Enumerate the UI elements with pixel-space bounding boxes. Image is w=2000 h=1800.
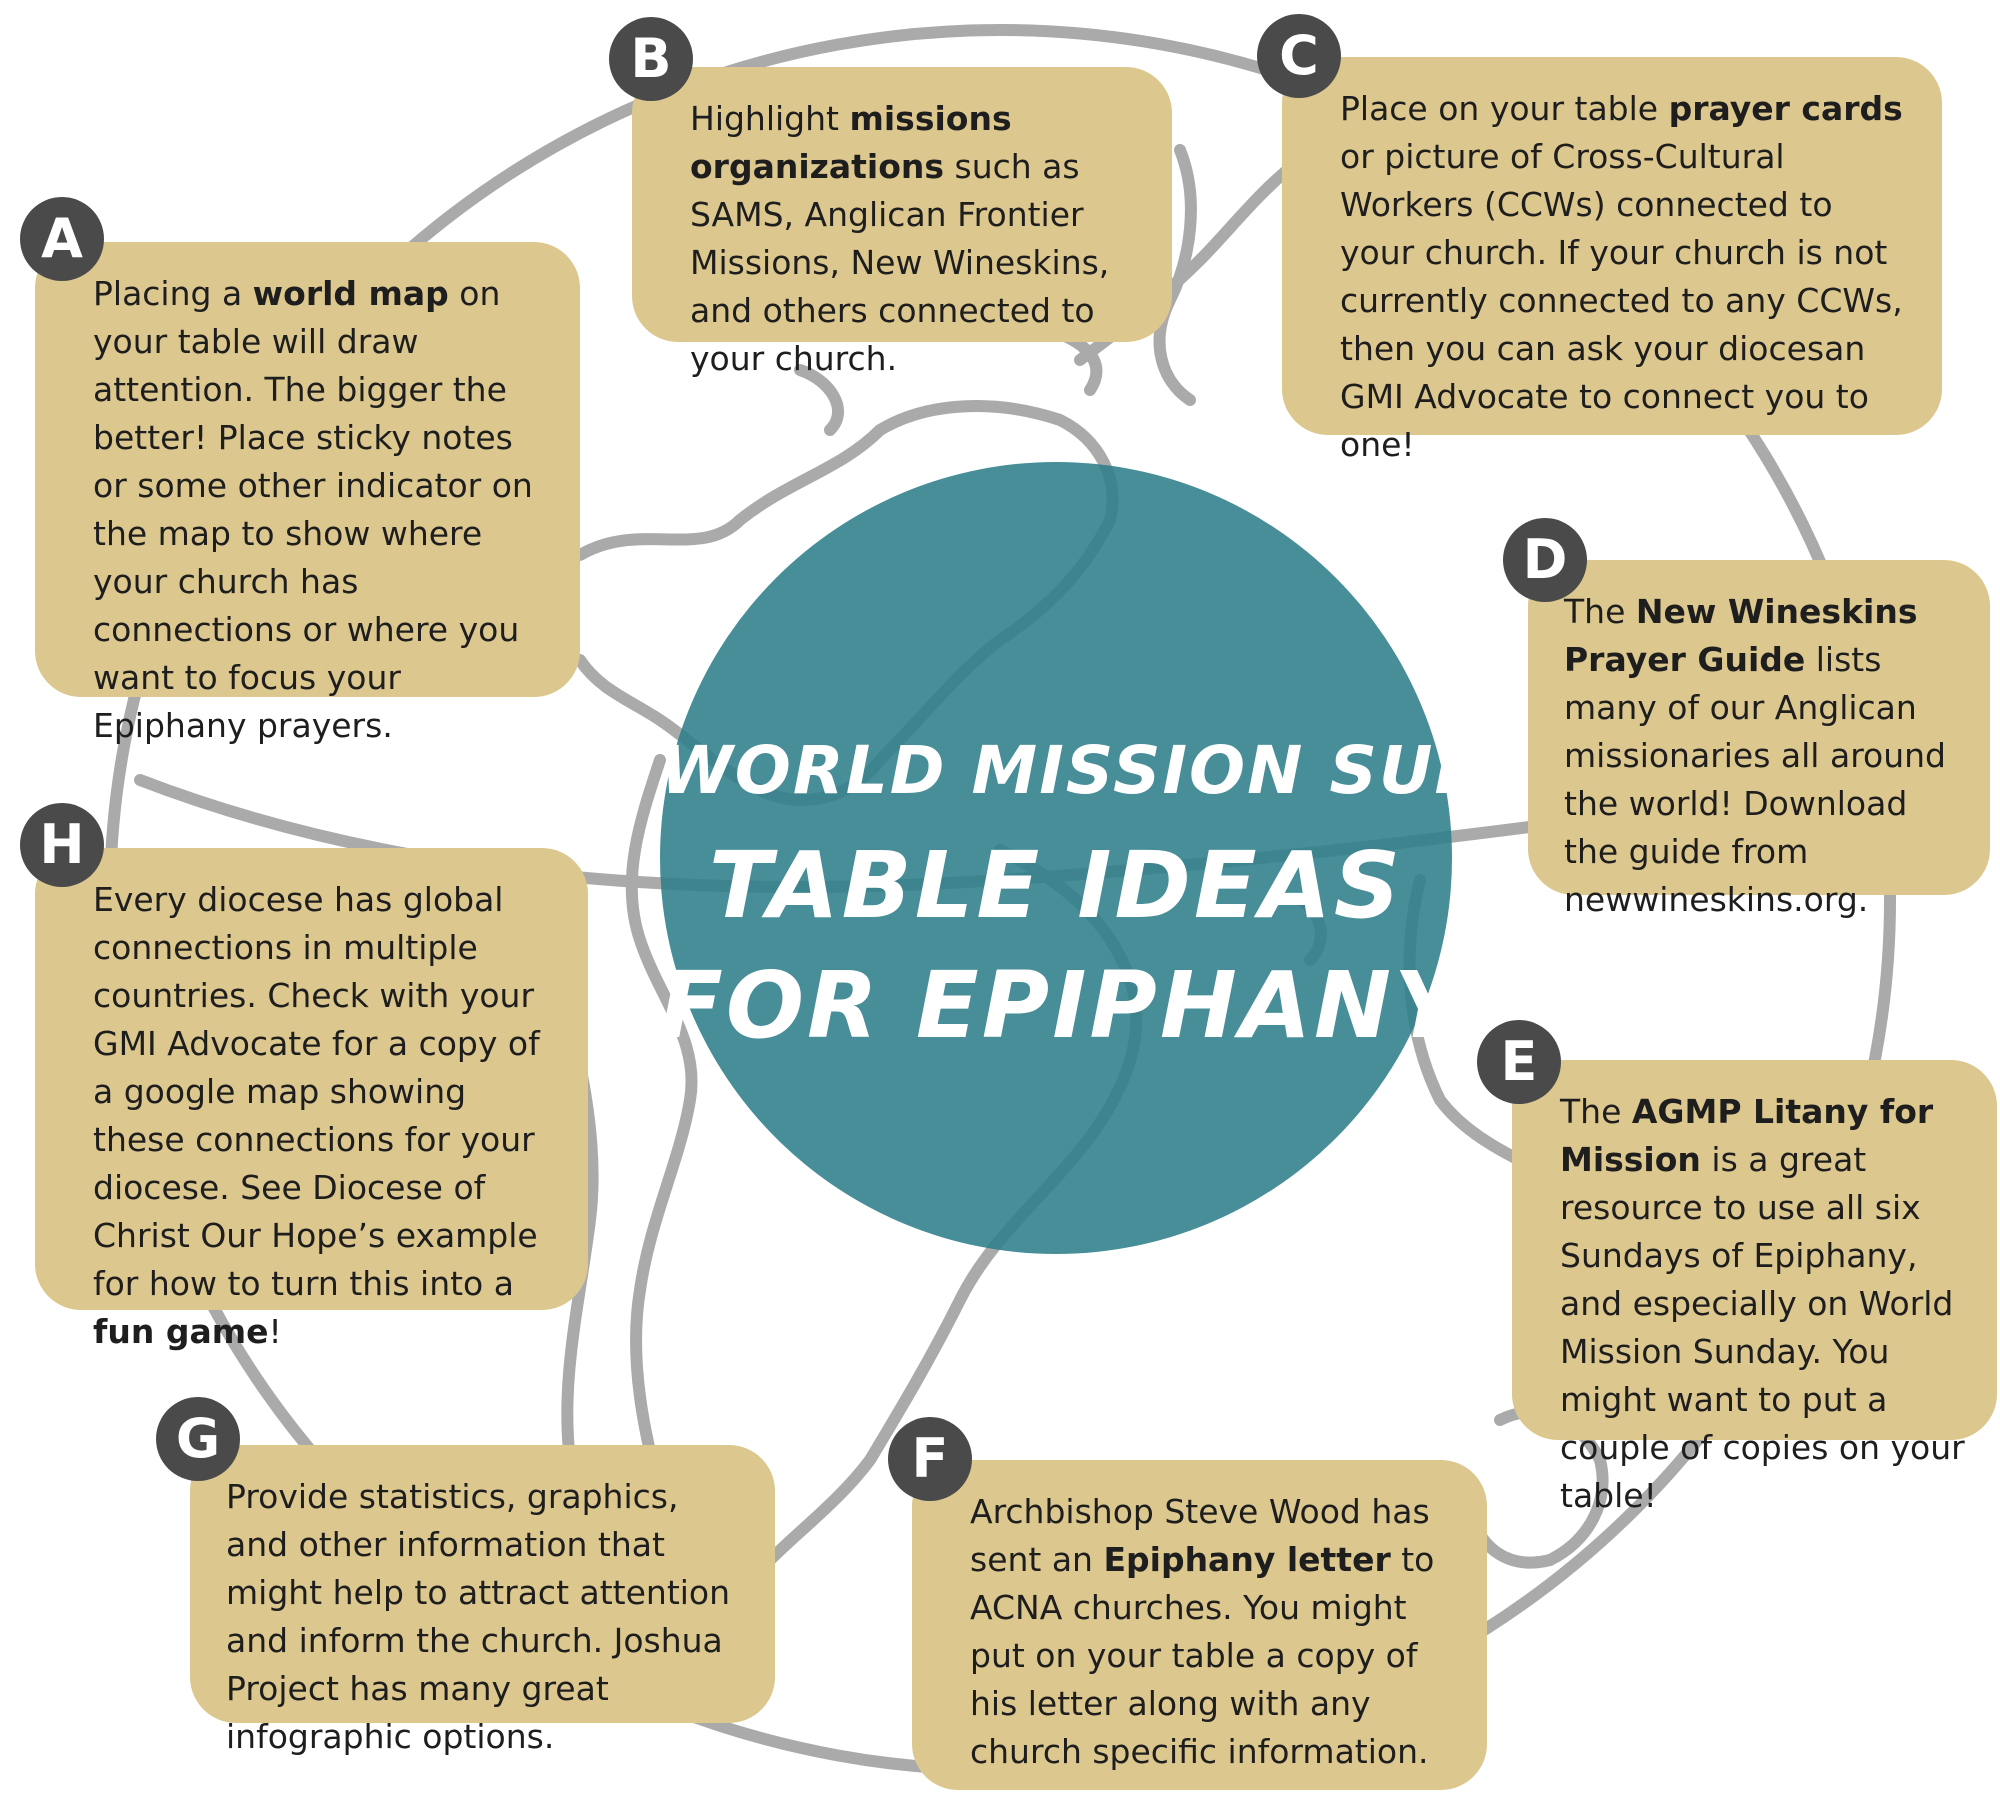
idea-box-b: Highlight missions organizations such as… [632,67,1172,378]
title-line-2: TABLE IDEAS [708,832,1404,939]
idea-text-g: Provide statistics, graphics, and other … [226,1477,731,1756]
idea-badge-a: A [20,197,104,281]
idea-box-g: Provide statistics, graphics, and other … [190,1445,775,1756]
idea-box-h: Every diocese has global connections in … [35,848,588,1351]
idea-text-c: Place on your table prayer cards or pict… [1340,89,1903,464]
idea-text-h: Every diocese has global connections in … [93,880,540,1351]
title-line-1: WORLD MISSION SUNDAY [660,732,1644,809]
idea-text-d: The New Wineskins Prayer Guide lists man… [1564,592,1946,919]
idea-text-f: Archbishop Steve Wood has sent an Epipha… [970,1492,1435,1771]
idea-badge-e: E [1477,1020,1561,1104]
idea-badge-h: H [20,803,104,887]
idea-highlight-f: Epiphany letter [1103,1540,1391,1579]
idea-box-e: The AGMP Litany for Mission is a great r… [1512,1060,1997,1515]
idea-highlight-d: New Wineskins Prayer Guide [1564,592,1918,679]
idea-badge-b: B [609,17,693,101]
idea-highlight-c: prayer cards [1668,89,1903,128]
idea-box-f: Archbishop Steve Wood has sent an Epipha… [912,1460,1487,1790]
title-line-3: FOR EPIPHANY [660,952,1464,1059]
idea-highlight-a: world map [252,274,449,313]
center-title-circle: WORLD MISSION SUNDAY TABLE IDEAS FOR EPI… [660,462,1644,1254]
idea-box-c: Place on your table prayer cards or pict… [1282,57,1942,464]
idea-highlight-b: missions organizations [690,99,1012,186]
idea-badge-c: C [1257,14,1341,98]
idea-highlight-h: fun game [93,1312,269,1351]
idea-box-d: The New Wineskins Prayer Guide lists man… [1528,560,1990,919]
idea-badge-g: G [156,1397,240,1481]
idea-badge-f: F [888,1417,972,1501]
idea-badge-d: D [1503,518,1587,602]
idea-text-a: Placing a world map on your table will d… [93,274,533,745]
idea-text-b: Highlight missions organizations such as… [690,99,1110,378]
idea-highlight-e: AGMP Litany for Mission [1560,1092,1934,1179]
idea-text-e: The AGMP Litany for Mission is a great r… [1560,1092,1965,1515]
idea-box-a: Placing a world map on your table will d… [35,242,580,745]
